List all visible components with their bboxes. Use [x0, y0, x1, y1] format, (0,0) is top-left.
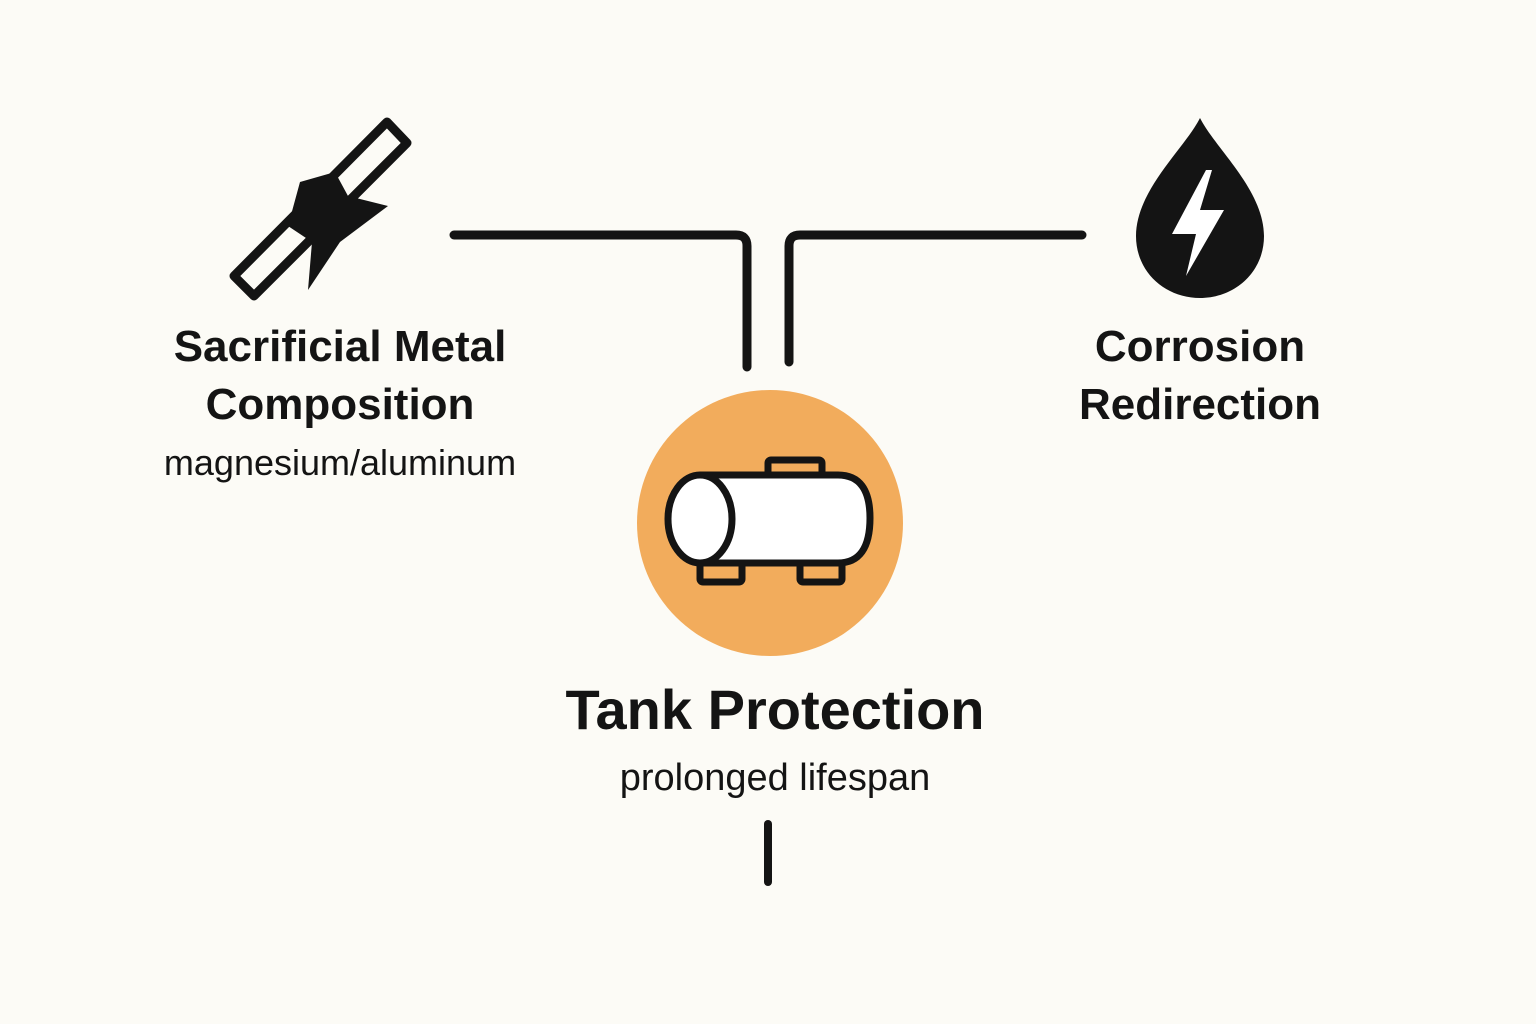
anode-rod-icon	[229, 117, 412, 301]
corrosion-redirection-label: Corrosion Redirection	[1010, 318, 1390, 434]
sacrificial-subtitle: magnesium/aluminum	[163, 442, 517, 483]
tank-title: Tank Protection	[565, 678, 985, 741]
sacrificial-metal-label: Sacrificial Metal Composition magnesium/…	[130, 318, 550, 492]
tank-icon	[664, 456, 874, 586]
water-drop-lightning-icon	[1136, 118, 1264, 298]
corrosion-title-line2: Redirection	[1078, 380, 1322, 429]
tank-protection-label: Tank Protection prolonged lifespan	[500, 676, 1050, 812]
tank-subtitle: prolonged lifespan	[619, 757, 931, 799]
corrosion-title-line1: Corrosion	[1094, 322, 1306, 371]
tank-protection-badge	[637, 390, 903, 656]
sacrificial-title-line1: Sacrificial Metal	[173, 322, 507, 371]
connector-left	[449, 230, 752, 372]
sacrificial-title-line2: Composition	[205, 380, 475, 429]
connector-right	[784, 230, 1087, 367]
